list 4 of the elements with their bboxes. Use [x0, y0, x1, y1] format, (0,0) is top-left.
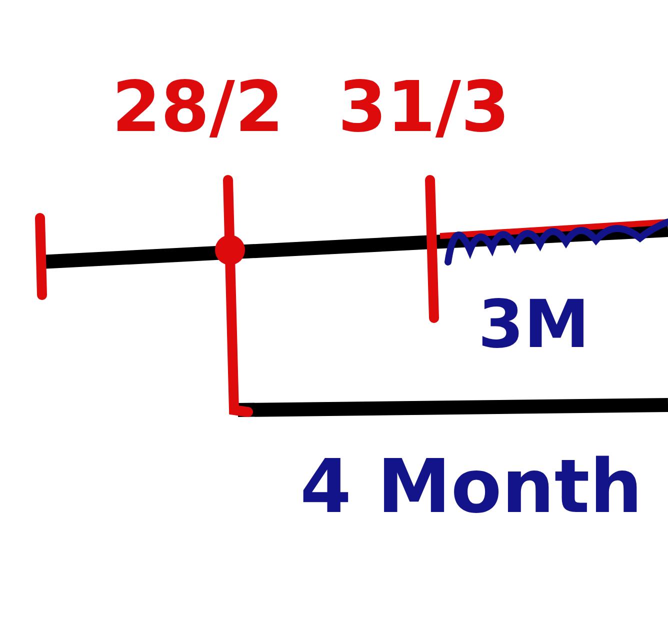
date-label: 28/2: [112, 72, 284, 142]
duration-label: 4 Month: [300, 450, 642, 524]
duration-label: 3M: [478, 292, 590, 358]
date-label: 31/3: [338, 72, 510, 142]
